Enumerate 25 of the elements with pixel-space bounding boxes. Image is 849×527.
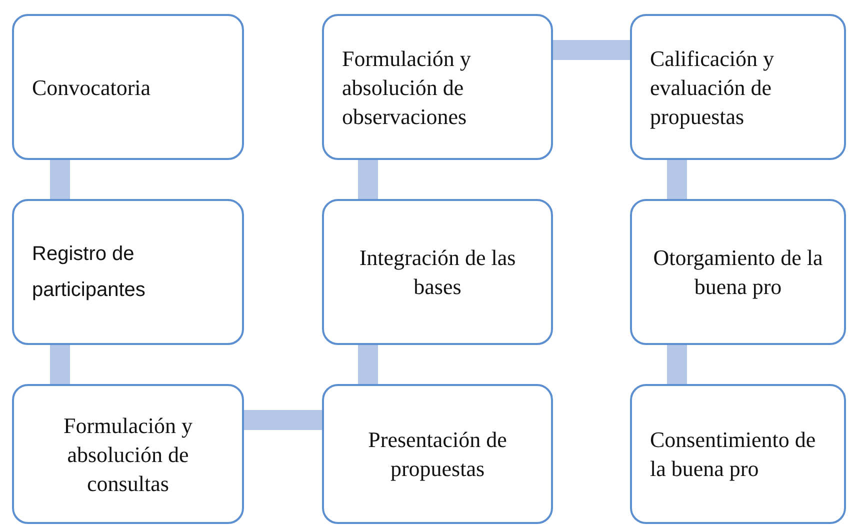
process-box [322, 14, 553, 160]
step-label: Presentación de propuestas [367, 426, 508, 483]
step-label: Otorgamiento de la buena pro [652, 244, 824, 301]
process-box [322, 199, 553, 345]
connector-bar [50, 160, 70, 199]
step-label: Formulación y absolución de consultas [62, 412, 194, 498]
step-label: Calificación y evaluación de propuestas [650, 44, 776, 130]
connector-bar [667, 345, 687, 384]
step-label: Consentimiento de la buena pro [650, 426, 817, 483]
process-box [630, 384, 846, 524]
step-label: Convocatoria [32, 74, 151, 102]
step-label: Registro de participantes [32, 242, 146, 303]
process-box [12, 14, 244, 160]
connector-bar [358, 345, 378, 384]
connector-bar [50, 345, 70, 384]
connector-bar [244, 410, 322, 430]
connector-bar [667, 160, 687, 199]
process-box [322, 384, 553, 524]
process-box [630, 14, 846, 160]
step-label: Formulación y absolución de observaciones [342, 44, 472, 130]
step-label: Integración de las bases [358, 244, 517, 301]
process-box [630, 199, 846, 345]
connector-bar [553, 40, 630, 60]
process-box [12, 384, 244, 524]
process-box [12, 199, 244, 345]
